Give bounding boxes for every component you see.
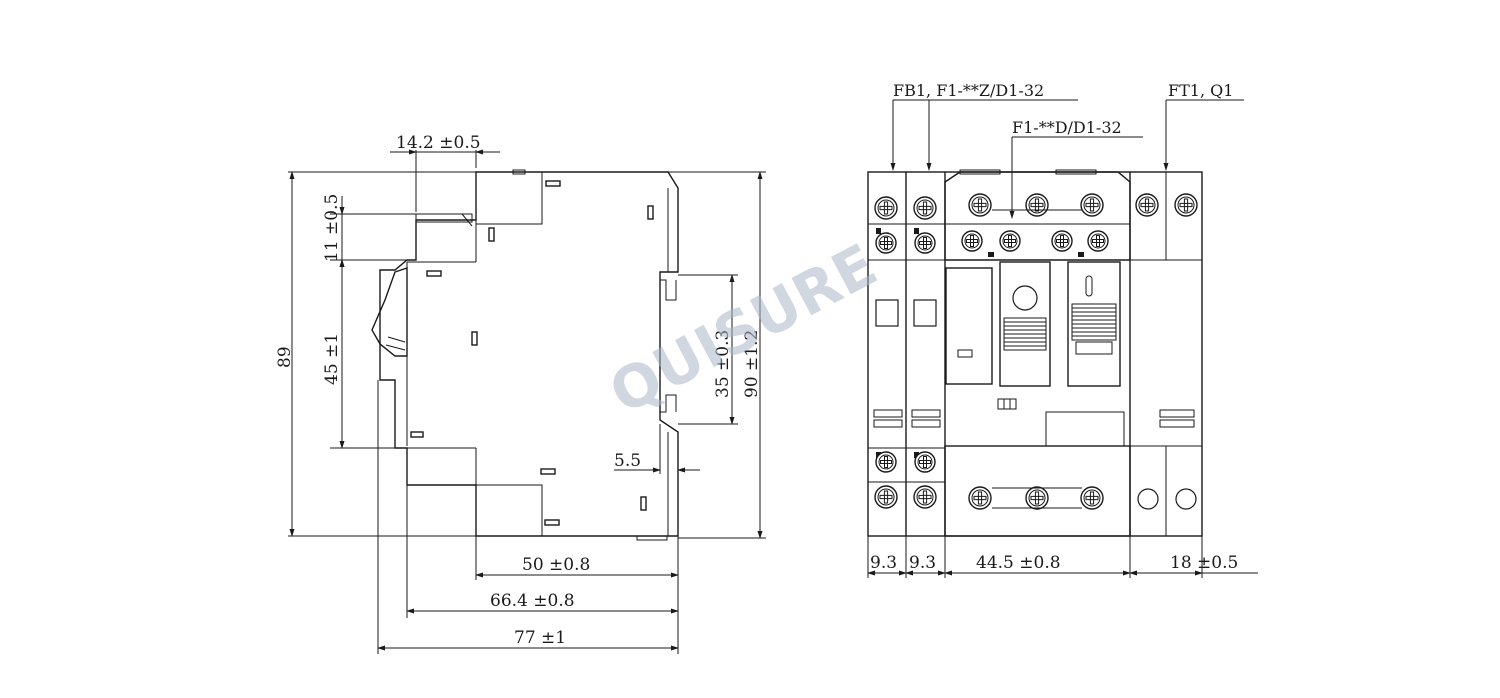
breaker-panel <box>1067 261 1121 387</box>
dim-5-5: 5.5 <box>614 451 641 471</box>
label-f1d: F1-**D/D1-32 <box>1012 118 1122 137</box>
dim-77: 77 ±1 <box>514 628 566 648</box>
top-terminal-block <box>475 171 543 225</box>
top-lug <box>415 213 473 223</box>
label-ft1: FT1, Q1 <box>1168 81 1233 100</box>
dim-18: 18 ±0.5 <box>1170 553 1238 573</box>
front-outline <box>867 171 1203 537</box>
dim-50: 50 ±0.8 <box>522 555 590 575</box>
dim-44-5: 44.5 ±0.8 <box>976 553 1061 573</box>
test-button <box>1012 285 1038 311</box>
front-view: FB1, F1-**Z/D1-32 F1-**D/D1-32 FT1, Q1 9… <box>867 81 1258 578</box>
dim-35: 35 ±0.3 <box>713 330 733 398</box>
dim-14-2: 14.2 ±0.5 <box>396 133 481 153</box>
side-panel <box>945 267 993 385</box>
rcd-test-panel <box>999 261 1051 387</box>
dim-90: 90 ±1.2 <box>742 330 762 398</box>
dim-9-3-b: 9.3 <box>909 553 936 573</box>
dim-11: 11 ±0.5 <box>322 194 342 262</box>
dim-9-3-a: 9.3 <box>870 553 897 573</box>
side-view: 14.2 ±0.5 89 11 ±0.5 45 ±1 35 ±0.3 90 ±1… <box>275 133 766 654</box>
dim-45: 45 ±1 <box>322 333 342 385</box>
dim-89: 89 <box>275 346 295 368</box>
bottom-terminal-block <box>475 484 543 537</box>
dim-66-4: 66.4 ±0.8 <box>490 591 575 611</box>
label-fb1: FB1, F1-**Z/D1-32 <box>893 81 1044 100</box>
side-toggle-handle <box>371 267 408 357</box>
